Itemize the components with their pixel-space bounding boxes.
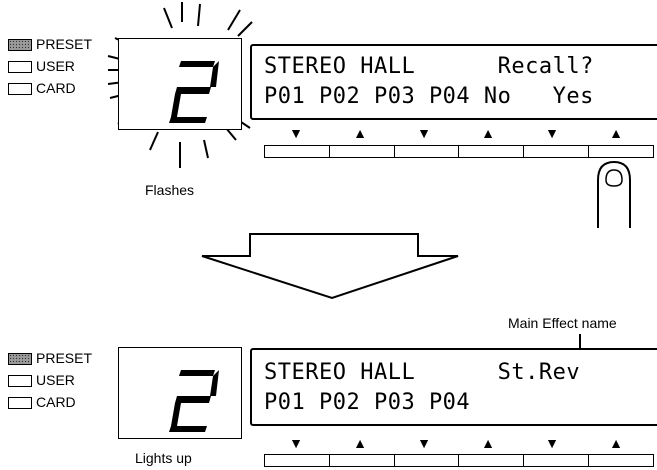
function-buttons (264, 454, 655, 467)
bank-selector-top: PRESET USER CARD (8, 36, 118, 102)
bank-user[interactable]: USER (8, 58, 118, 80)
bank-card[interactable]: CARD (8, 394, 118, 416)
function-button-4[interactable] (458, 454, 525, 467)
function-button-5[interactable] (523, 145, 590, 158)
lcd-line-1: STEREO HALL St.Rev (264, 360, 581, 385)
bank-user[interactable]: USER (8, 372, 118, 394)
function-button-2[interactable] (328, 145, 395, 158)
lcd-display: STEREO HALL Recall? P01 P02 P03 P04 No Y… (250, 44, 657, 120)
function-button-6[interactable] (588, 145, 655, 158)
lcd-line-1: STEREO HALL Recall? (264, 54, 594, 79)
down-arrow-icon: ▼ (417, 435, 431, 451)
segment-display: 2 (118, 347, 242, 439)
down-arrow-icon: ▼ (289, 435, 303, 451)
function-buttons (264, 145, 655, 158)
down-arrow-icon: ▼ (417, 125, 431, 141)
led-indicator-icon (8, 353, 32, 365)
bank-label: USER (36, 58, 75, 74)
led-indicator-icon (8, 83, 32, 95)
down-arrow-icon: ▼ (545, 435, 559, 451)
up-arrow-icon: ▲ (353, 435, 367, 451)
finger-icon (597, 160, 631, 228)
bank-label: PRESET (36, 350, 93, 366)
bank-preset[interactable]: PRESET (8, 350, 118, 372)
function-button-1[interactable] (264, 454, 330, 467)
lcd-line-2: P01 P02 P03 P04 (264, 390, 471, 415)
lights-up-caption: Lights up (135, 450, 192, 466)
bank-label: CARD (36, 394, 76, 410)
bank-label: PRESET (36, 36, 93, 52)
bank-card[interactable]: CARD (8, 80, 118, 102)
function-button-3[interactable] (393, 454, 460, 467)
function-button-4[interactable] (458, 145, 525, 158)
function-button-3[interactable] (393, 145, 460, 158)
led-indicator-icon (8, 375, 32, 387)
function-button-5[interactable] (523, 454, 590, 467)
bank-label: CARD (36, 80, 76, 96)
led-indicator-icon (8, 39, 32, 51)
button-arrows: ▼ ▲ ▼ ▲ ▼ ▲ (264, 126, 648, 140)
up-arrow-icon: ▲ (481, 125, 495, 141)
down-arrow-icon (201, 233, 459, 300)
function-button-6[interactable] (588, 454, 655, 467)
down-arrow-icon: ▼ (545, 125, 559, 141)
main-effect-callout: Main Effect name (508, 315, 617, 331)
digit-glyph (169, 61, 219, 123)
lcd-line-2: P01 P02 P03 P04 No Yes (264, 84, 594, 109)
lcd-display: STEREO HALL St.Rev P01 P02 P03 P04 (250, 348, 657, 426)
up-arrow-icon: ▲ (481, 435, 495, 451)
bank-label: USER (36, 372, 75, 388)
function-button-1[interactable] (264, 145, 330, 158)
led-indicator-icon (8, 397, 32, 409)
bank-selector-bottom: PRESET USER CARD (8, 350, 118, 416)
up-arrow-icon: ▲ (353, 125, 367, 141)
function-button-2[interactable] (328, 454, 395, 467)
digit-glyph (169, 370, 219, 432)
down-arrow-icon: ▼ (289, 125, 303, 141)
bank-preset[interactable]: PRESET (8, 36, 118, 58)
button-arrows: ▼ ▲ ▼ ▲ ▼ ▲ (264, 436, 648, 450)
up-arrow-icon: ▲ (609, 435, 623, 451)
up-arrow-icon: ▲ (609, 125, 623, 141)
led-indicator-icon (8, 61, 32, 73)
segment-display: 2 (118, 38, 242, 130)
flashes-caption: Flashes (145, 182, 195, 198)
